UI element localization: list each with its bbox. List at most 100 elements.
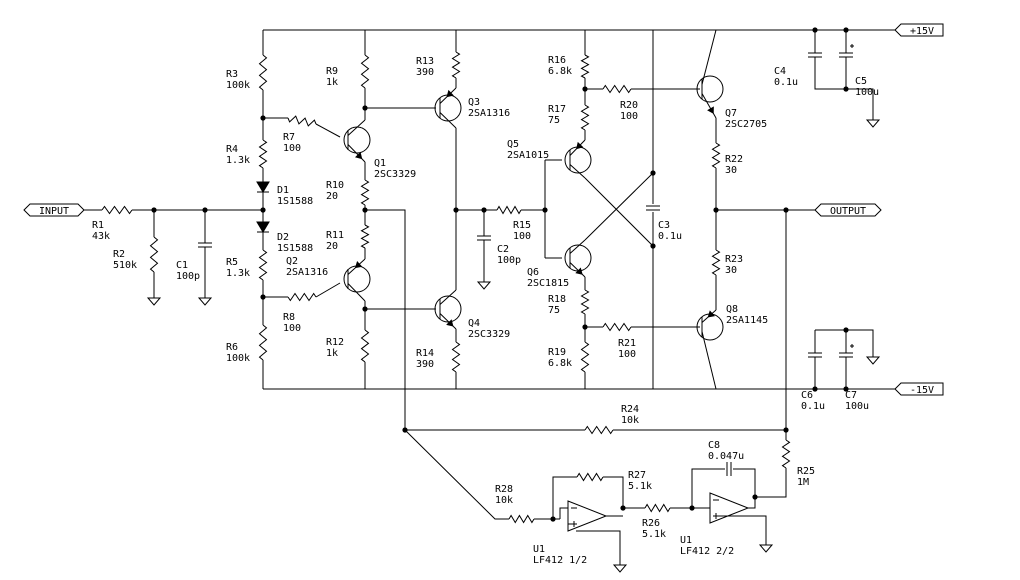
emitter-arrow — [707, 106, 714, 114]
wire — [576, 530, 621, 565]
transistor-lead — [701, 331, 717, 390]
transistor-lead — [569, 239, 586, 254]
resistor-symbol — [602, 84, 632, 94]
label-u1b-value: LF412 2/2 — [680, 546, 734, 557]
wire — [404, 429, 509, 520]
label-q8-ref: Q8 — [726, 304, 738, 315]
label-r25-value: 1M — [797, 477, 809, 488]
rail-neg-label-tag — [894, 382, 944, 396]
transistor-body — [434, 295, 462, 323]
label-r22-value: 30 — [725, 165, 737, 176]
label-r24-ref: R24 — [621, 404, 639, 415]
label-r16-value: 6.8k — [548, 66, 572, 77]
label-r10-value: 20 — [326, 191, 338, 202]
label-q4-value: 2SC3329 — [468, 329, 510, 340]
label-r19-ref: R19 — [548, 347, 566, 358]
diode-symbol — [256, 221, 270, 233]
resistor-symbol — [781, 439, 791, 469]
label-u1a-value: LF412 1/2 — [533, 555, 587, 566]
label-q3-ref: Q3 — [468, 97, 480, 108]
label-q4-ref: Q4 — [468, 318, 480, 329]
junction-dot — [812, 27, 818, 33]
transistor-lead — [439, 289, 457, 305]
label-r3-value: 100k — [226, 80, 250, 91]
resistor-symbol — [149, 236, 159, 273]
label-r7-ref: R7 — [283, 132, 295, 143]
junction-dot — [752, 494, 758, 500]
resistor-symbol — [508, 514, 535, 524]
label-r22-ref: R22 — [725, 154, 743, 165]
polarity-mark — [850, 44, 854, 48]
emitter-arrow — [446, 319, 454, 327]
label-c8-value: 0.047u — [708, 451, 744, 462]
label-r15-value: 100 — [513, 231, 531, 242]
label-r2-ref: R2 — [113, 249, 125, 260]
label-u1a-ref: U1 — [533, 544, 545, 555]
label-q6-value: 2SC1815 — [527, 278, 569, 289]
wire — [365, 209, 406, 430]
rail-pos-label: +15V — [910, 26, 934, 37]
transistor-lead — [347, 119, 366, 136]
resistor-symbol — [580, 54, 590, 79]
resistor-symbol — [711, 249, 721, 276]
label-c2-ref: C2 — [497, 244, 509, 255]
label-r4-ref: R4 — [226, 144, 238, 155]
label-r24-value: 10k — [621, 415, 639, 426]
label-r17-ref: R17 — [548, 104, 566, 115]
resistor-symbol — [101, 205, 133, 215]
ground-symbol — [197, 297, 213, 306]
label-r13-value: 390 — [416, 67, 434, 78]
label-r1-ref: R1 — [92, 220, 104, 231]
wire — [733, 468, 756, 497]
wire — [315, 123, 341, 138]
driver-stage: Q52SA1015Q62SC1815R166.8kR1775R1875R196.… — [507, 30, 700, 389]
label-d1-ref: D1 — [277, 185, 289, 196]
wire — [584, 177, 654, 247]
label-r20-value: 100 — [620, 111, 638, 122]
label-r26-ref: R26 — [642, 518, 660, 529]
resistor-symbol — [258, 324, 268, 361]
ground-symbol — [865, 356, 881, 365]
output-port-label: OUTPUT — [830, 206, 866, 217]
vas-stage: Q32SA1316R13390Q42SC3329R14390R15100C210… — [365, 30, 548, 389]
label-q5-ref: Q5 — [507, 139, 519, 150]
label-c8-ref: C8 — [708, 440, 720, 451]
label-q8-value: 2SA1145 — [726, 315, 768, 326]
resistor-symbol — [360, 329, 370, 363]
label-r28-ref: R28 — [495, 484, 513, 495]
label-r12-value: 1k — [326, 348, 338, 359]
emitter-arrow — [446, 89, 454, 98]
wire — [814, 57, 846, 90]
resistor-symbol — [287, 292, 317, 302]
label-c6-value: 0.1u — [801, 401, 825, 412]
transistor-lead — [701, 29, 717, 85]
transistor-body — [564, 244, 592, 272]
label-c2-value: 100p — [497, 255, 521, 266]
label-r2-value: 510k — [113, 260, 137, 271]
label-q7-value: 2SC2705 — [725, 119, 767, 130]
transistor-body — [696, 313, 724, 341]
label-r10-ref: R10 — [326, 180, 344, 191]
label-c1-value: 100p — [176, 271, 200, 282]
resistor-symbol — [580, 289, 590, 315]
label-u1b-ref: U1 — [680, 535, 692, 546]
wire — [755, 468, 787, 498]
emitter-arrow — [707, 310, 715, 318]
junction-dot — [843, 386, 849, 392]
resistor-symbol — [580, 104, 590, 131]
label-d1-value: 1S1588 — [277, 196, 313, 207]
label-r6-ref: R6 — [226, 342, 238, 353]
resistor-symbol — [602, 322, 632, 332]
label-r16-ref: R16 — [548, 55, 566, 66]
label-c3-ref: C3 — [658, 220, 670, 231]
resistor-symbol — [496, 205, 522, 215]
resistor-symbol — [711, 142, 721, 169]
wire — [315, 282, 341, 298]
label-c5-ref: C5 — [855, 76, 867, 87]
emitter-arrow — [575, 267, 583, 275]
